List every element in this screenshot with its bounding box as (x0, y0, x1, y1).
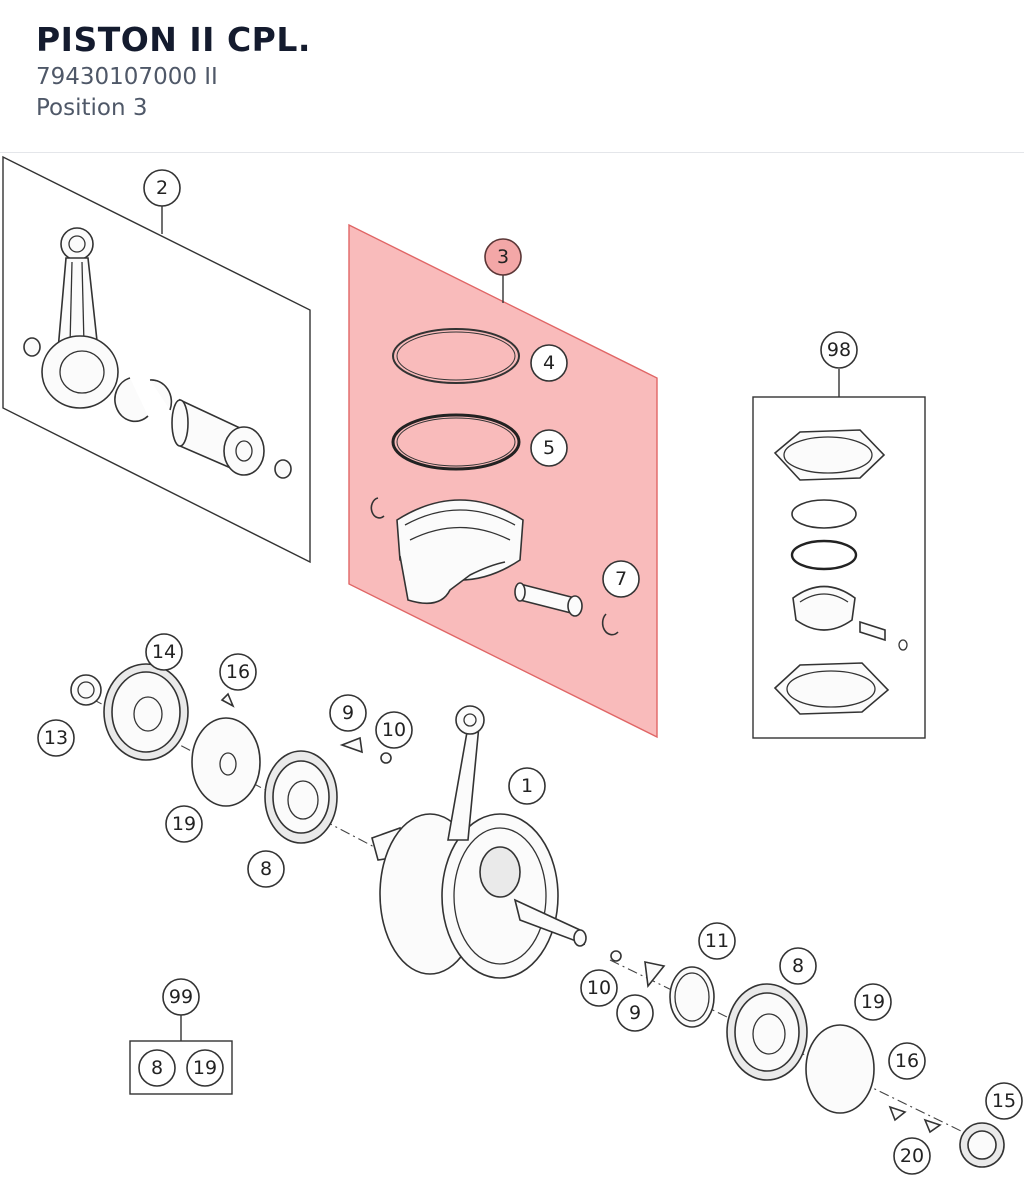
callout-19-left[interactable]: 19 (165, 805, 203, 843)
callout-99-item-19[interactable]: 19 (186, 1049, 224, 1087)
piston-kit-drawing (370, 328, 619, 636)
callout-8-right[interactable]: 8 (779, 947, 817, 985)
connecting-rod-drawing (23, 227, 292, 479)
callout-99-item-8[interactable]: 8 (138, 1049, 176, 1087)
svg-text:19: 19 (193, 1057, 217, 1079)
svg-text:9: 9 (342, 702, 354, 724)
svg-text:2: 2 (156, 177, 168, 199)
callout-99[interactable]: 99 (162, 978, 200, 1016)
svg-text:13: 13 (44, 727, 68, 749)
callout-1[interactable]: 1 (508, 767, 546, 805)
svg-text:19: 19 (172, 813, 196, 835)
svg-text:98: 98 (827, 339, 851, 361)
callout-16-left[interactable]: 16 (219, 653, 257, 691)
svg-text:9: 9 (629, 1002, 641, 1024)
svg-text:4: 4 (543, 352, 555, 374)
svg-text:10: 10 (382, 719, 406, 741)
callout-10-top[interactable]: 10 (375, 711, 413, 749)
exploded-parts-diagram: 2 3 4 5 7 98 14 16 13 9 10 1 19 8 11 8 1… (0, 153, 1024, 1177)
svg-text:10: 10 (587, 977, 611, 999)
callout-7[interactable]: 7 (602, 560, 640, 598)
callout-10-bottom[interactable]: 10 (580, 969, 618, 1007)
position-label: Position 3 (36, 95, 148, 121)
svg-text:16: 16 (226, 661, 250, 683)
crankshaft-assembly-drawing (70, 663, 1005, 1168)
callout-98[interactable]: 98 (820, 331, 858, 369)
svg-text:15: 15 (992, 1090, 1016, 1112)
svg-text:3: 3 (497, 246, 509, 268)
svg-text:7: 7 (615, 568, 627, 590)
callout-8-left[interactable]: 8 (247, 850, 285, 888)
svg-text:14: 14 (152, 641, 176, 663)
svg-text:20: 20 (900, 1145, 924, 1167)
callout-20[interactable]: 20 (893, 1137, 931, 1175)
page-title: PISTON II CPL. (36, 20, 311, 59)
callout-14[interactable]: 14 (145, 633, 183, 671)
callout-4[interactable]: 4 (530, 344, 568, 382)
svg-text:8: 8 (792, 955, 804, 977)
callout-9-top[interactable]: 9 (329, 694, 367, 732)
callout-16-right[interactable]: 16 (888, 1042, 926, 1080)
callout-15[interactable]: 15 (985, 1082, 1023, 1120)
callout-5[interactable]: 5 (530, 429, 568, 467)
svg-text:5: 5 (543, 437, 555, 459)
svg-text:11: 11 (705, 930, 729, 952)
callout-3-selected[interactable]: 3 (484, 238, 522, 276)
part-number: 79430107000 II (36, 64, 218, 90)
panel-piston-kit-highlighted[interactable] (348, 223, 658, 739)
callout-19-right[interactable]: 19 (854, 983, 892, 1021)
top-end-kit-drawing (773, 429, 908, 715)
svg-text:1: 1 (521, 775, 533, 797)
svg-text:8: 8 (151, 1057, 163, 1079)
svg-text:19: 19 (861, 991, 885, 1013)
header-divider (0, 152, 1024, 153)
callout-11[interactable]: 11 (698, 922, 736, 960)
svg-text:99: 99 (169, 986, 193, 1008)
callout-13[interactable]: 13 (37, 719, 75, 757)
svg-text:8: 8 (260, 858, 272, 880)
svg-text:16: 16 (895, 1050, 919, 1072)
callout-2[interactable]: 2 (143, 169, 181, 207)
callout-9-bottom[interactable]: 9 (616, 994, 654, 1032)
header: PISTON II CPL. 79430107000 II Position 3 (0, 0, 1024, 152)
